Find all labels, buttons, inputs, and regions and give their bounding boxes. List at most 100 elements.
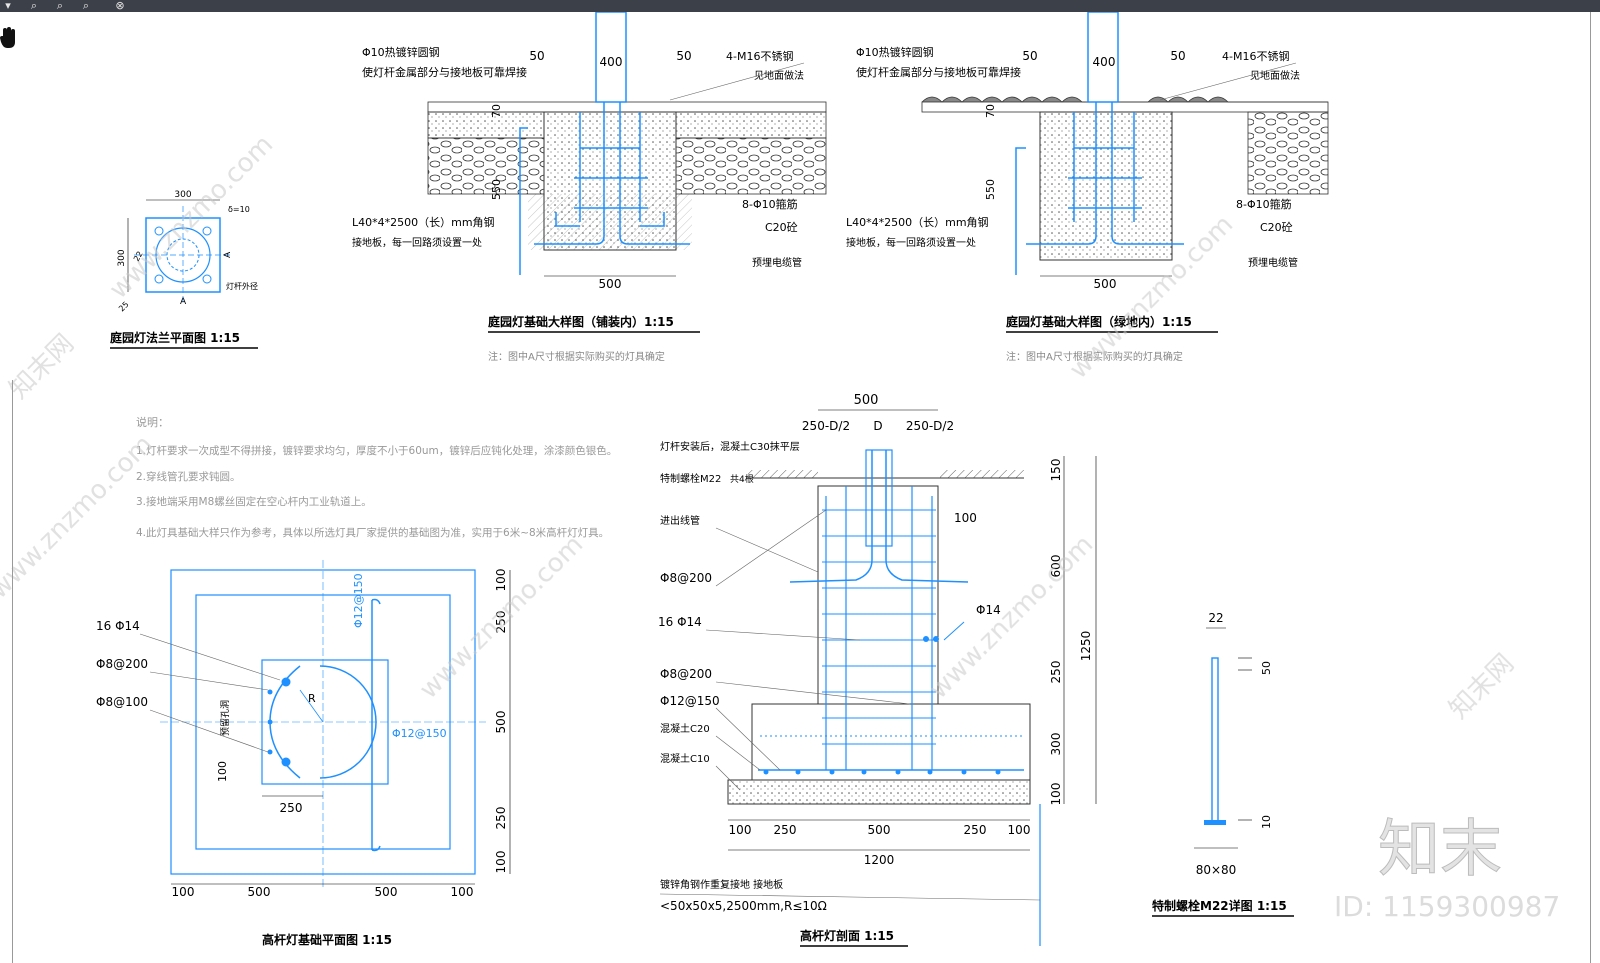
note-item: 4.此灯具基础大样只作为参考，具体以所选灯具厂家提供的基础图为准，实用于6米~8… bbox=[136, 526, 609, 539]
dim-50b: 50 bbox=[676, 49, 691, 63]
label-ground: 接地板，每一回路须设置一处 bbox=[846, 236, 976, 249]
label-finish: 灯杆安装后，混凝土C30抹平层 bbox=[660, 440, 800, 453]
dim-50b: 50 bbox=[1170, 49, 1185, 63]
dim-right: 100 bbox=[494, 851, 508, 874]
drawing-frame-left bbox=[12, 380, 13, 963]
dim-100: 100 bbox=[954, 511, 977, 525]
note-item: 1.灯杆要求一次成型不得拼接，镀锌要求均匀，厚度不小于60um，镀锌后应钝化处理… bbox=[136, 444, 617, 457]
dim-right: 500 bbox=[494, 711, 508, 734]
dim-bottom: 100 bbox=[172, 885, 195, 899]
dim-right: 250 bbox=[494, 611, 508, 634]
dim-550: 550 bbox=[490, 179, 503, 200]
bolt-shaft bbox=[1211, 657, 1219, 823]
zoom-extents-icon[interactable]: ⌕ bbox=[82, 0, 90, 12]
chevron-icon[interactable]: ▾ bbox=[5, 0, 11, 12]
bolt-hole bbox=[154, 274, 164, 284]
lamp-pole bbox=[1087, 12, 1119, 103]
label-phi12-h: Φ12@150 bbox=[392, 727, 447, 740]
dim-right: 600 bbox=[1049, 555, 1063, 578]
dim-bottom: 100 bbox=[451, 885, 474, 899]
dim-70: 70 bbox=[984, 104, 997, 118]
gravel-layer bbox=[1247, 111, 1329, 195]
dim-400: 400 bbox=[600, 55, 623, 69]
label-ground: 接地板，每一回路须设置一处 bbox=[352, 236, 482, 249]
zoom-window-icon[interactable]: ⌕ bbox=[56, 0, 64, 12]
label-stirrup: 8-Φ10箍筋 bbox=[1236, 197, 1292, 211]
watermark-logo: 知末 bbox=[1378, 812, 1502, 885]
watermark-id: ID: 1159300987 bbox=[1334, 890, 1560, 923]
watermark-url: www.znzmo.com bbox=[104, 130, 279, 305]
dim-total: 1250 bbox=[1079, 631, 1093, 662]
pedestal-column bbox=[817, 485, 939, 705]
c10-layer bbox=[727, 779, 1031, 805]
ground-rod bbox=[1015, 147, 1026, 275]
pole-sleeve bbox=[865, 449, 893, 547]
lamp-pole bbox=[595, 12, 627, 103]
watermark-brand: 知末网 bbox=[1444, 649, 1520, 725]
dim-bottom: 500 bbox=[868, 823, 891, 837]
zoom-icon[interactable]: ⌕ bbox=[30, 0, 38, 12]
label-bolt: 4-M16不锈钢 bbox=[726, 50, 793, 63]
dim-bottom: 100 bbox=[729, 823, 752, 837]
drawing-title: 特制螺栓M22详图 1:15 bbox=[1152, 898, 1287, 913]
label-a-side: A bbox=[223, 251, 233, 258]
dim-100-left: 100 bbox=[216, 761, 229, 782]
dim-50a: 50 bbox=[1022, 49, 1037, 63]
ground-rod bbox=[519, 127, 528, 275]
dim-500: 500 bbox=[599, 277, 622, 291]
label-rebar: Φ10热镀锌圆钢 bbox=[362, 45, 440, 59]
label-phi12-v: Φ12@150 bbox=[352, 573, 365, 628]
cable-conduit bbox=[1026, 102, 1184, 245]
dim-250: 250 bbox=[280, 801, 303, 815]
label-ground1: 镀锌角钢作重复接地 接地板 bbox=[660, 878, 783, 891]
high-pole-plan-drawing: R Φ12@150 Φ12@150 16 Φ14 Φ8@200 Φ8@100 预… bbox=[96, 560, 511, 947]
dim-10: 10 bbox=[1260, 815, 1273, 829]
dim-80: 80×80 bbox=[1196, 863, 1237, 877]
dim-22: 22 bbox=[1208, 611, 1223, 625]
watermark-brand: 知末网 bbox=[4, 329, 80, 405]
label-weld: 使灯杆金属部分与接地板可靠焊接 bbox=[856, 65, 1021, 79]
pan-hand-icon bbox=[0, 27, 15, 48]
dim-right: 250 bbox=[1049, 661, 1063, 684]
drawing-title: 庭园灯法兰平面图 1:15 bbox=[110, 330, 240, 345]
watermark-url: www.znzmo.com bbox=[924, 530, 1099, 705]
label-rebar: Φ10热镀锌圆钢 bbox=[856, 45, 934, 59]
label-cable: 预埋电缆管 bbox=[752, 256, 802, 269]
drawing-title: 庭园灯基础大样图（绿地内）1:15 bbox=[1006, 314, 1192, 329]
dim-400: 400 bbox=[1093, 55, 1116, 69]
dim-right: 100 bbox=[1049, 783, 1063, 806]
paving-layer bbox=[427, 101, 827, 113]
rebar-ring bbox=[319, 665, 377, 779]
dim-split: 250-D/2 bbox=[906, 419, 954, 433]
dim-22: 22 bbox=[132, 250, 145, 263]
dim-50: 50 bbox=[1260, 661, 1273, 675]
conduit-bend bbox=[789, 450, 969, 583]
dim-right: 250 bbox=[494, 807, 508, 830]
label-phi12: Φ12@150 bbox=[660, 694, 720, 708]
label-conduit: 进出线管 bbox=[660, 514, 700, 527]
close-icon[interactable]: ⊗ bbox=[115, 0, 125, 12]
label-concrete: C20砼 bbox=[1260, 221, 1293, 234]
dim-550: 550 bbox=[984, 179, 997, 200]
dim-50a: 50 bbox=[529, 49, 544, 63]
dim-right: 300 bbox=[1049, 733, 1063, 756]
drawing-title: 庭园灯基础大样图（铺装内）1:15 bbox=[488, 314, 674, 329]
dim-right: 100 bbox=[494, 569, 508, 592]
note-item: 2.穿线管孔要求钝圆。 bbox=[136, 470, 241, 483]
label-stirrup: 8-Φ10箍筋 bbox=[742, 197, 798, 211]
dim-split: 250-D/2 bbox=[802, 419, 850, 433]
dim-bottom: 250 bbox=[774, 823, 797, 837]
watermarks: 知末网 www.znzmo.com www.znzmo.com www.znzm… bbox=[0, 130, 1520, 725]
drawing-frame-right bbox=[1590, 12, 1591, 963]
notes-heading: 说明： bbox=[136, 415, 169, 429]
dim-thickness: δ=10 bbox=[228, 205, 250, 214]
flange-plan-drawing: 300 300 δ=10 22 25 A A 灯杆外径 庭园灯法兰平面图 1:1… bbox=[110, 190, 258, 349]
bolt-hole bbox=[202, 226, 212, 236]
dim-right: 150 bbox=[1049, 459, 1063, 482]
label-phi8-200: Φ8@200 bbox=[96, 657, 148, 671]
drawing-canvas[interactable]: 300 300 δ=10 22 25 A A 灯杆外径 庭园灯法兰平面图 1:1… bbox=[0, 12, 1600, 963]
dim-bottom: 500 bbox=[248, 885, 271, 899]
bolt-detail-drawing: 22 50 10 80×80 特制螺栓M22详图 1:15 bbox=[1152, 611, 1294, 917]
dim-bottom: 500 bbox=[375, 885, 398, 899]
drawing-title: 高杆灯剖面 1:15 bbox=[800, 928, 894, 943]
